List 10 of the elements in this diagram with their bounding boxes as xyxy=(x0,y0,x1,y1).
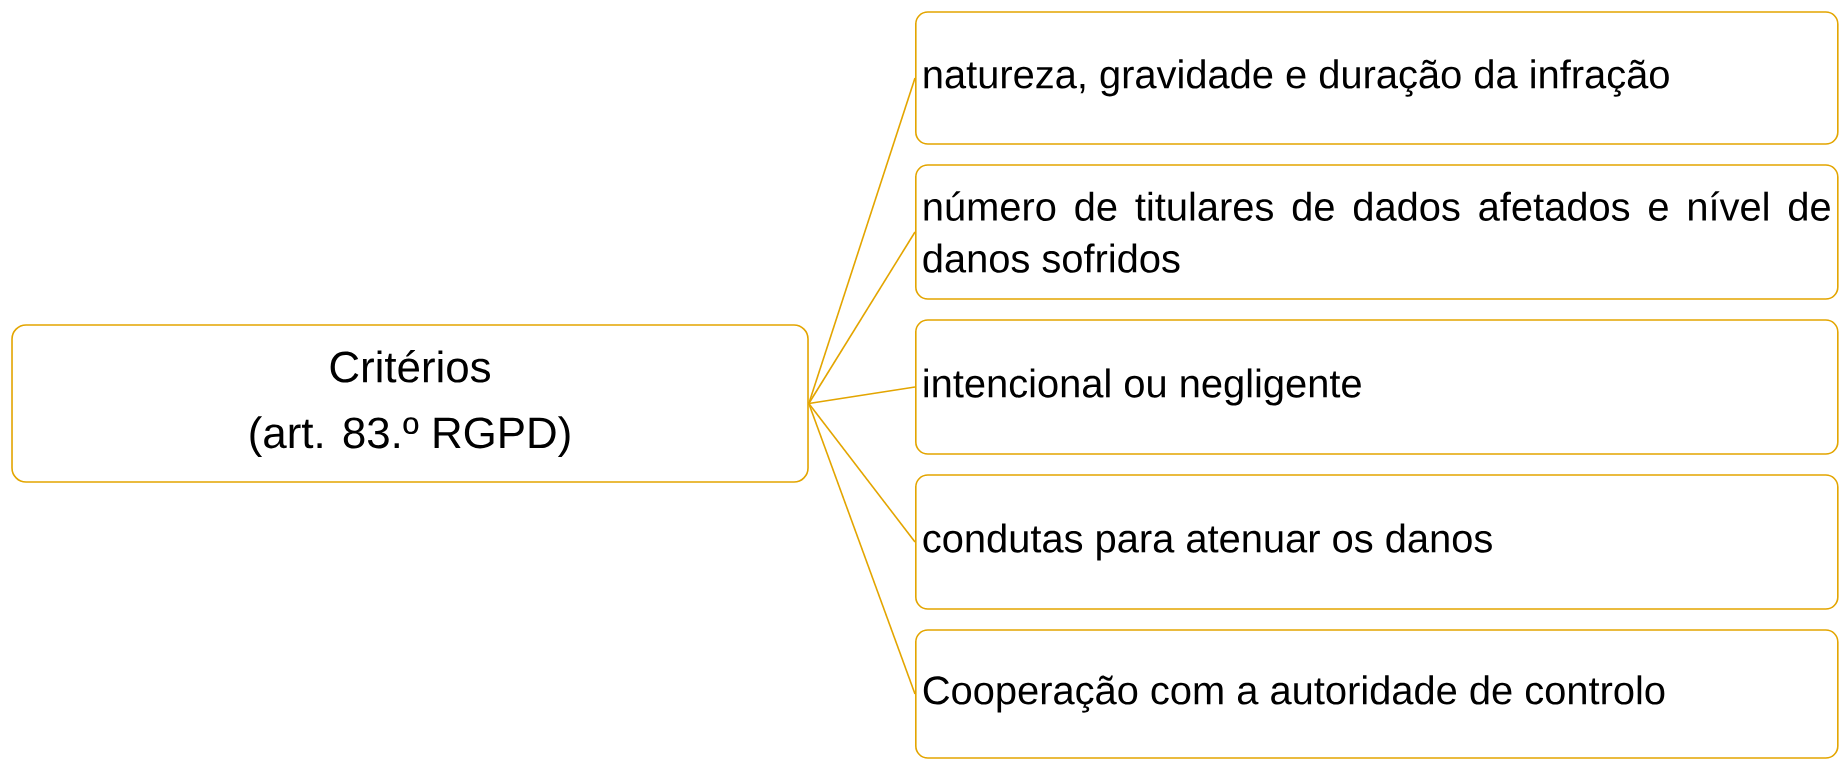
connector-line xyxy=(808,402,916,543)
connector-line xyxy=(808,402,916,695)
connector-line xyxy=(808,386,916,405)
criterion-box: natureza, gravidade e duração da infração xyxy=(915,11,1839,145)
criterion-box: Cooperação com a autoridade de controlo xyxy=(915,629,1839,759)
criterion-box: número de titulares de dados afetados e nível de danos sofridos xyxy=(915,164,1839,300)
connector-line xyxy=(808,231,916,405)
criterion-box: condutas para atenuar os danos xyxy=(915,474,1839,610)
criteria-box: Critérios (art. 83.º RGPD) xyxy=(11,324,809,483)
criterion-box: intencional ou negligente xyxy=(915,319,1839,455)
